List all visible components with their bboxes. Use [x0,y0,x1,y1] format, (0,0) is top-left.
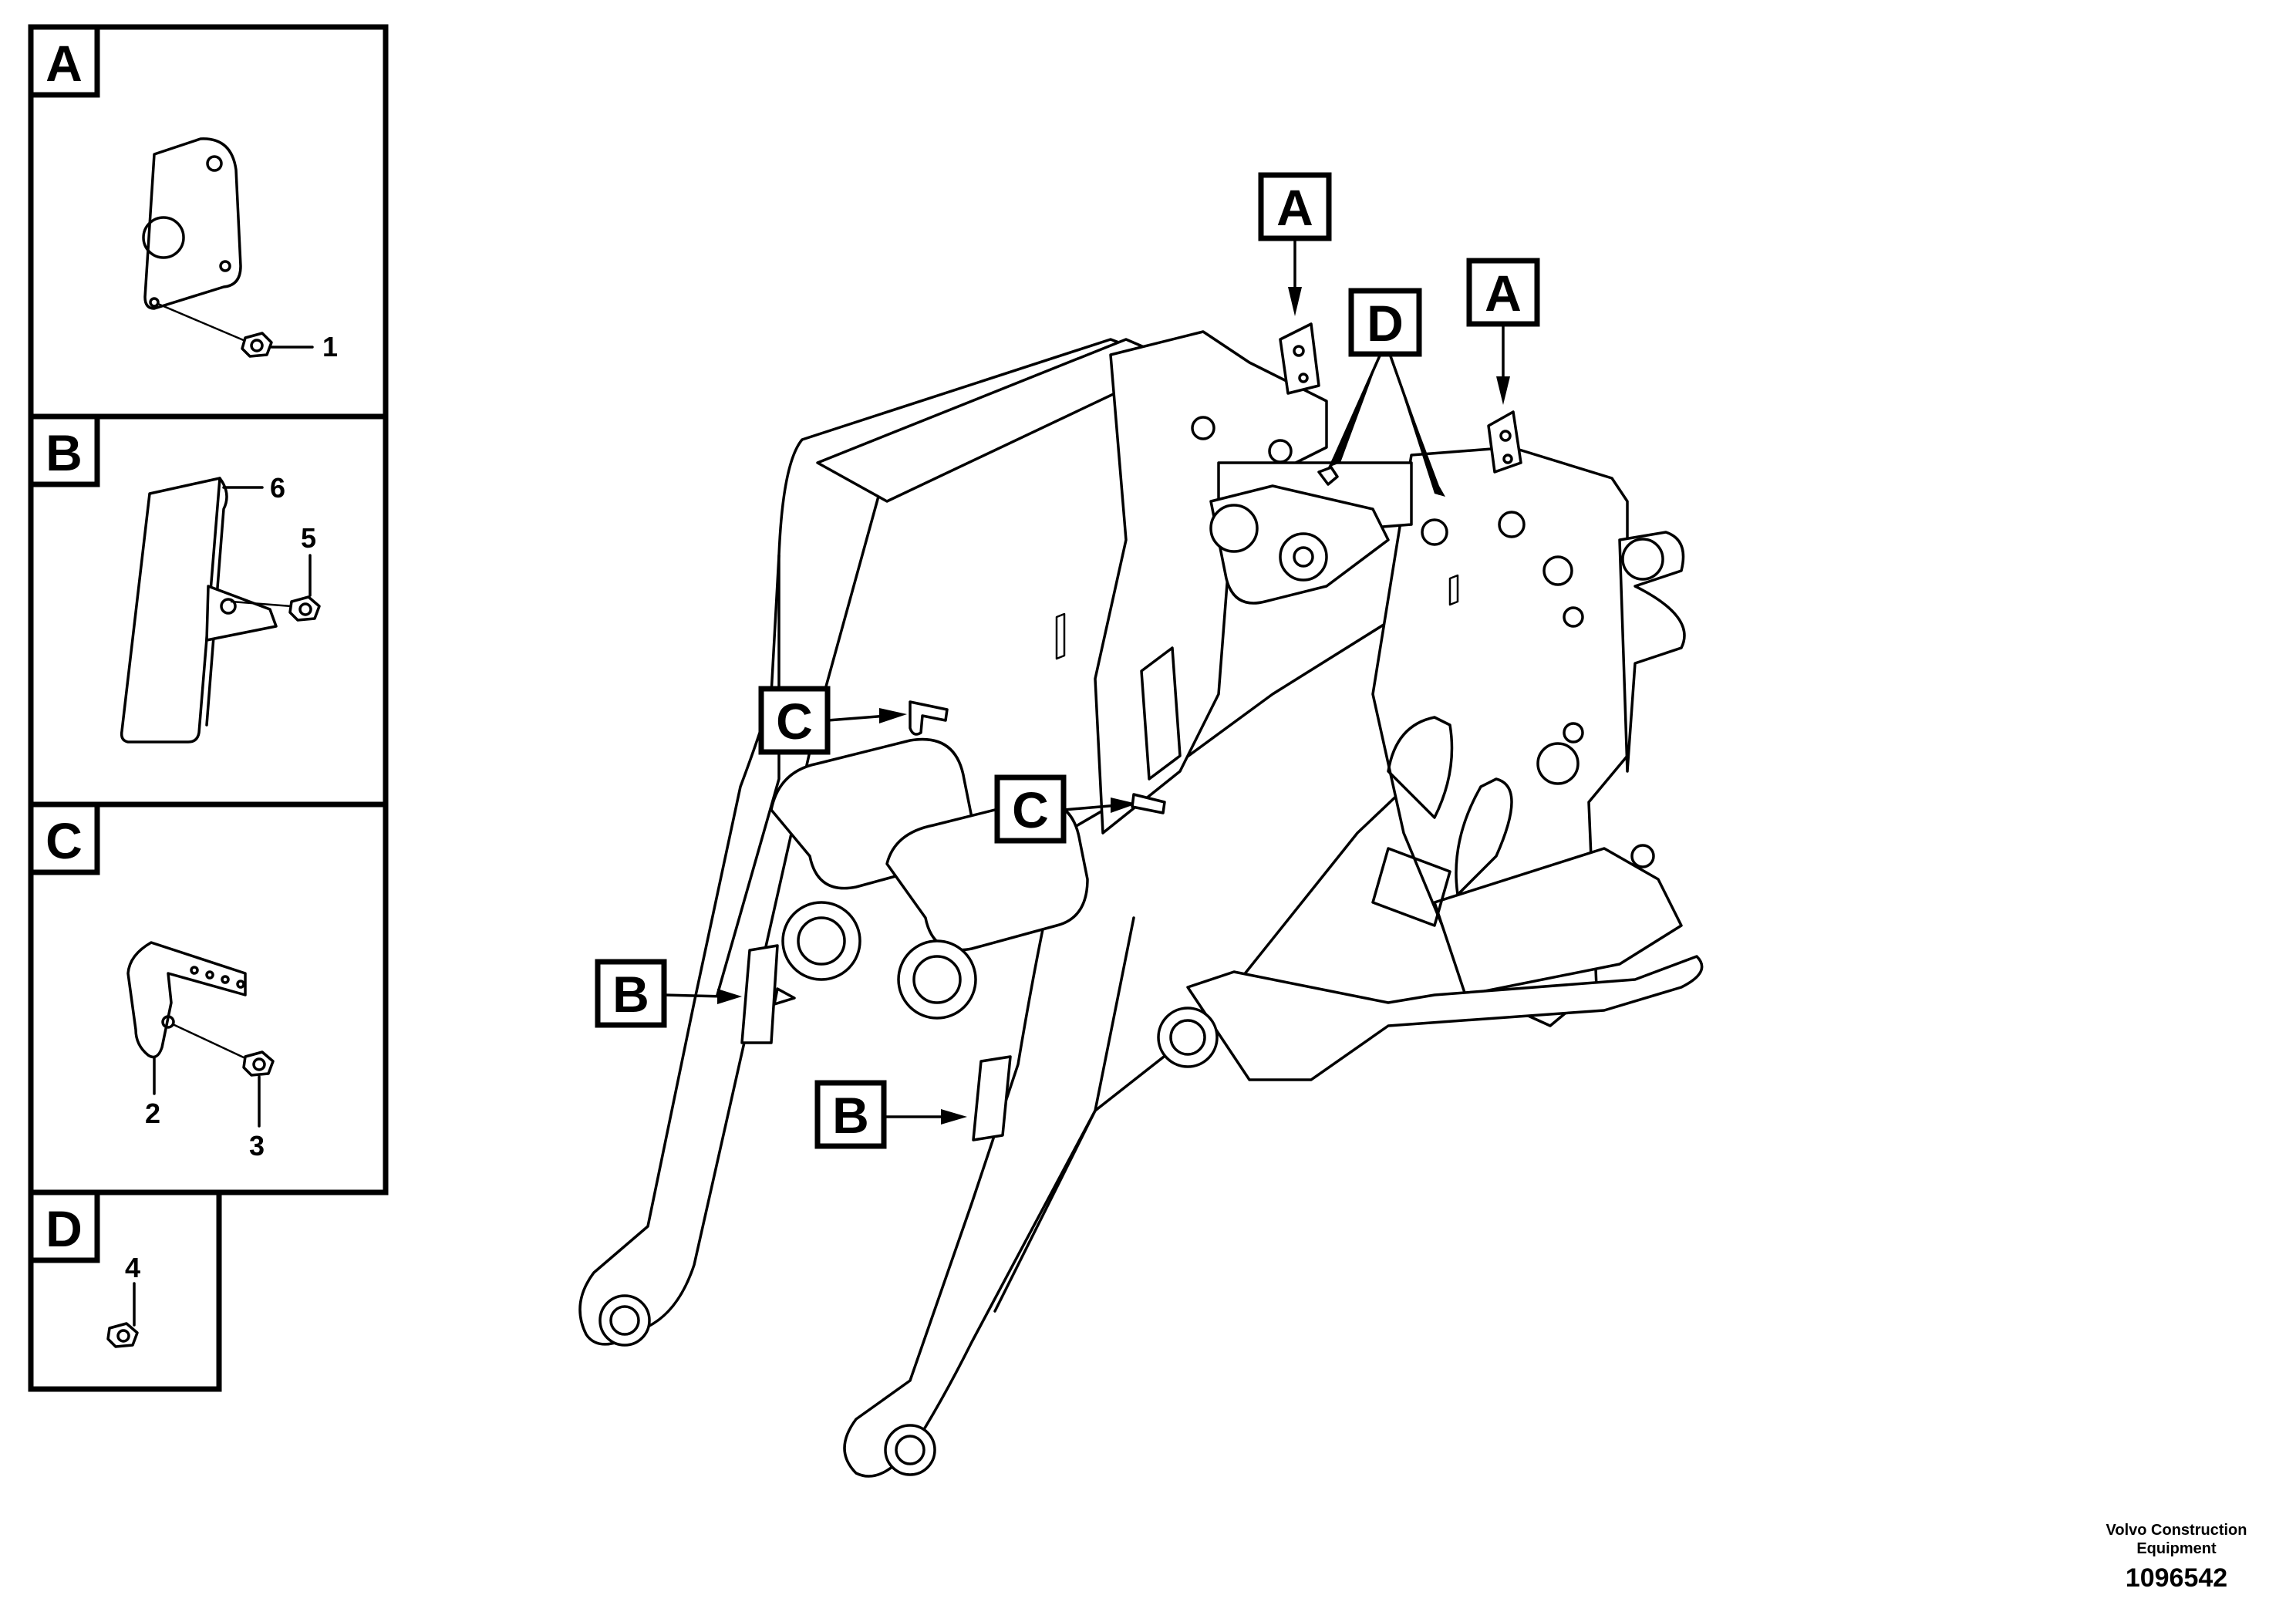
callout-b-lower: B [814,1055,1012,1149]
item-number-3: 3 [249,1130,265,1162]
bolt-icon-3 [242,1050,275,1077]
item-number-1: 1 [322,331,338,363]
plate-icon-a-right [1487,410,1522,474]
bracket-icon-c-upper [909,700,949,736]
bracket-icon-c-lower [1131,793,1166,814]
company-line-2: Equipment [2136,1540,2217,1557]
plate-icon-a-left [1279,322,1320,395]
detail-panel-a: A 1 [28,24,389,420]
guard-icon-b-lower [972,1055,1012,1141]
detail-panel-c: C 3 2 [28,801,389,1195]
svg-text:B: B [612,966,649,1023]
svg-text:C: C [776,693,813,750]
panel-d-letter: D [46,1200,83,1257]
bracket-part [126,941,247,1059]
bolt-icon-4 [106,1322,139,1348]
item-number-5: 5 [301,522,316,554]
callout-a-right: A [1466,258,1540,474]
callout-d: D [1317,288,1445,497]
bolt-icon-d [1317,466,1339,486]
callout-b-upper: B [595,944,796,1044]
bolt-icon-5 [288,595,321,622]
svg-text:C: C [1012,781,1049,838]
footer-block: Volvo Construction Equipment 1096542 [2106,1522,2247,1593]
callout-c-lower: C [994,774,1166,844]
item-number-6: 6 [270,472,285,504]
detail-panel-b: B 5 6 [28,413,389,808]
item-number-2: 2 [145,1098,160,1129]
callout-a-left: A [1258,172,1332,395]
guard-plate-part [120,477,221,744]
panel-b-letter: B [46,424,83,481]
drawing-number: 1096542 [2126,1563,2227,1593]
company-line-1: Volvo Construction [2106,1522,2247,1539]
callout-c-upper: C [758,686,949,755]
detail-panel-d: D 4 [28,1189,222,1392]
panel-c-letter: C [46,812,83,869]
svg-text:A: A [1485,265,1522,322]
guard-icon-b-upper [740,944,779,1044]
loader-frame-illustration [578,330,1704,1478]
panel-a-letter: A [46,35,83,92]
svg-text:D: D [1367,295,1404,352]
svg-text:B: B [832,1087,869,1144]
bolt-icon-1 [241,332,273,358]
svg-text:A: A [1276,179,1313,236]
item-number-4: 4 [125,1252,140,1283]
plate-part [143,137,242,310]
